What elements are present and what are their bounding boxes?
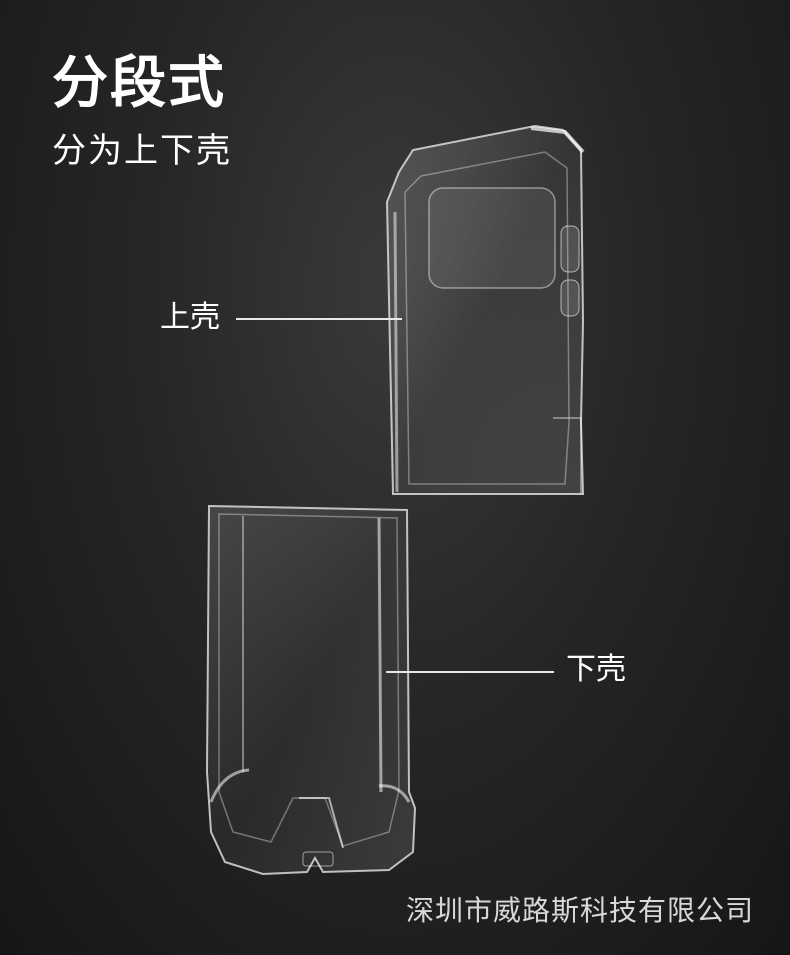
lower-case-image — [205, 504, 416, 876]
subtitle: 分为上下壳 — [52, 131, 232, 171]
lower-callout-line — [386, 671, 554, 673]
upper-case-label: 上壳 — [160, 300, 220, 335]
upper-case-image — [385, 124, 585, 495]
upper-callout-line — [236, 318, 402, 320]
company-name: 深圳市威路斯科技有限公司 — [405, 894, 754, 927]
lower-case-label: 下壳 — [566, 652, 626, 687]
title: 分段式 — [52, 51, 226, 116]
